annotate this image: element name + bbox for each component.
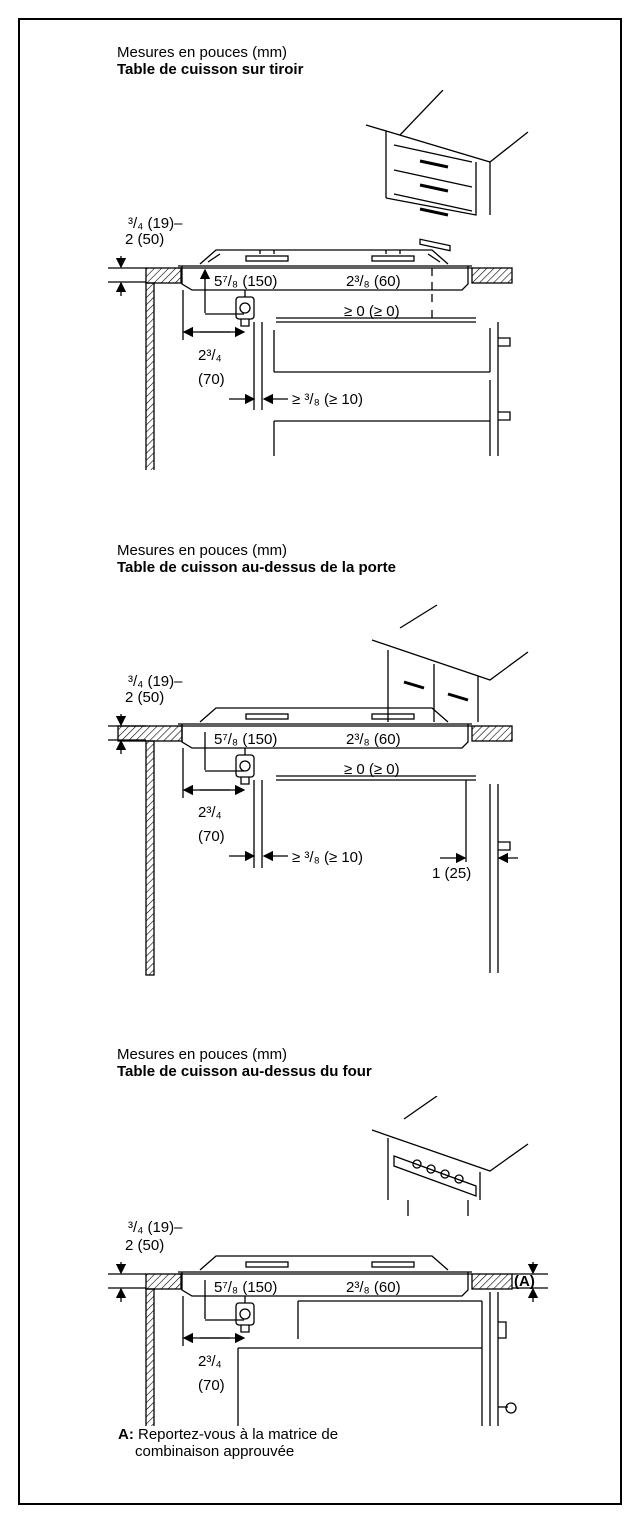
diagram-door: ³/₄ (19)– 2 (50) 5⁷/₈ (150) 2³/₈ (60) ≥ … [108, 604, 529, 976]
label-side-top: 2³/₄ [198, 1353, 222, 1370]
label-clearance: ≥ ³/₈ (≥ 10) [292, 391, 363, 408]
label-edge-top: ³/₄ (19)– [128, 673, 183, 690]
caption-title: Mesures en pouces (mm) [117, 542, 288, 559]
cabinet-wall [145, 282, 155, 470]
label-depth-b: 2³/₈ (60) [346, 731, 401, 748]
cooktop-section [178, 249, 472, 291]
label-depth-a: 5⁷/₈ (150) [214, 273, 277, 290]
inset-door-cabinet [371, 604, 529, 722]
inset-drawer-cabinet [365, 90, 529, 252]
label-clearance: ≥ ³/₈ (≥ 10) [292, 849, 363, 866]
label-marker-a: (A) [514, 1273, 535, 1290]
cooktop-section [178, 1255, 472, 1297]
countertop-left [145, 267, 182, 284]
caption-subtitle: Table de cuisson au-dessus de la porte [117, 559, 396, 576]
label-depth-a: 5⁷/₈ (150) [214, 731, 277, 748]
door-handle [498, 841, 511, 851]
shelf [276, 317, 476, 323]
inset-oven [371, 1096, 529, 1216]
caption-subtitle: Table de cuisson sur tiroir [117, 61, 304, 78]
label-depth-a: 5⁷/₈ (150) [214, 1279, 277, 1296]
door-panel [489, 784, 499, 973]
dimension-lines [108, 256, 433, 410]
label-edge-top: ³/₄ (19)– [128, 215, 183, 232]
caption-title: Mesures en pouces (mm) [117, 44, 288, 61]
diagram-drawer: ³/₄ (19)– 2 (50) 5⁷/₈ (150) 2³/₈ (60) ≥ … [108, 90, 529, 470]
footnote: A: Reportez-vous à la matrice de combina… [118, 1426, 338, 1460]
caption-subtitle: Table de cuisson au-dessus du four [117, 1063, 372, 1080]
lower-drawer [273, 420, 490, 456]
caption-1: Mesures en pouces (mm) Table de cuisson … [117, 44, 303, 78]
page-frame [18, 18, 622, 1505]
countertop-right [471, 267, 513, 284]
drawer-handle [498, 337, 511, 421]
footnote-line1: Reportez-vous à la matrice de [138, 1426, 339, 1443]
oven-body [237, 1292, 517, 1426]
label-side-top: 2³/₄ [198, 804, 222, 821]
label-side-bottom: (70) [198, 371, 225, 388]
label-gap: ≥ 0 (≥ 0) [344, 303, 400, 320]
label-side-bottom: (70) [198, 828, 225, 845]
caption-3: Mesures en pouces (mm) Table de cuisson … [117, 1046, 372, 1080]
countertop-right [471, 725, 513, 742]
label-depth-b: 2³/₈ (60) [346, 1279, 401, 1296]
label-edge-bottom: 2 (50) [125, 1237, 164, 1254]
shelf [276, 775, 476, 781]
label-side-bottom: (70) [198, 1377, 225, 1394]
drawer-front [273, 330, 490, 373]
label-edge-bottom: 2 (50) [125, 689, 164, 706]
label-edge-top: ³/₄ (19)– [128, 1219, 183, 1236]
caption-2: Mesures en pouces (mm) Table de cuisson … [117, 542, 396, 576]
footnote-line2: combinaison approuvée [135, 1443, 295, 1460]
dimension-lines [108, 714, 518, 868]
cabinet-wall [145, 740, 155, 976]
label-edge-bottom: 2 (50) [125, 231, 164, 248]
caption-title: Mesures en pouces (mm) [117, 1046, 288, 1063]
label-side-top: 2³/₄ [198, 347, 222, 364]
diagram-oven: ³/₄ (19)– 2 (50) 5⁷/₈ (150) 2³/₈ (60) 2³… [108, 1096, 548, 1426]
cabinet-wall [145, 1288, 155, 1426]
gas-regulator [235, 748, 255, 785]
label-door-gap: 1 (25) [432, 865, 471, 882]
label-gap: ≥ 0 (≥ 0) [344, 761, 400, 778]
gas-regulator [235, 1296, 255, 1333]
footnote-key: A: [118, 1426, 134, 1443]
cooktop-section [178, 707, 472, 749]
countertop-left [145, 1273, 182, 1290]
drawer-rail [489, 322, 499, 456]
gas-regulator [235, 290, 255, 327]
countertop-right [471, 1273, 513, 1290]
label-depth-b: 2³/₈ (60) [346, 273, 401, 290]
dimension-lines [108, 1262, 548, 1346]
countertop-left [117, 725, 183, 742]
